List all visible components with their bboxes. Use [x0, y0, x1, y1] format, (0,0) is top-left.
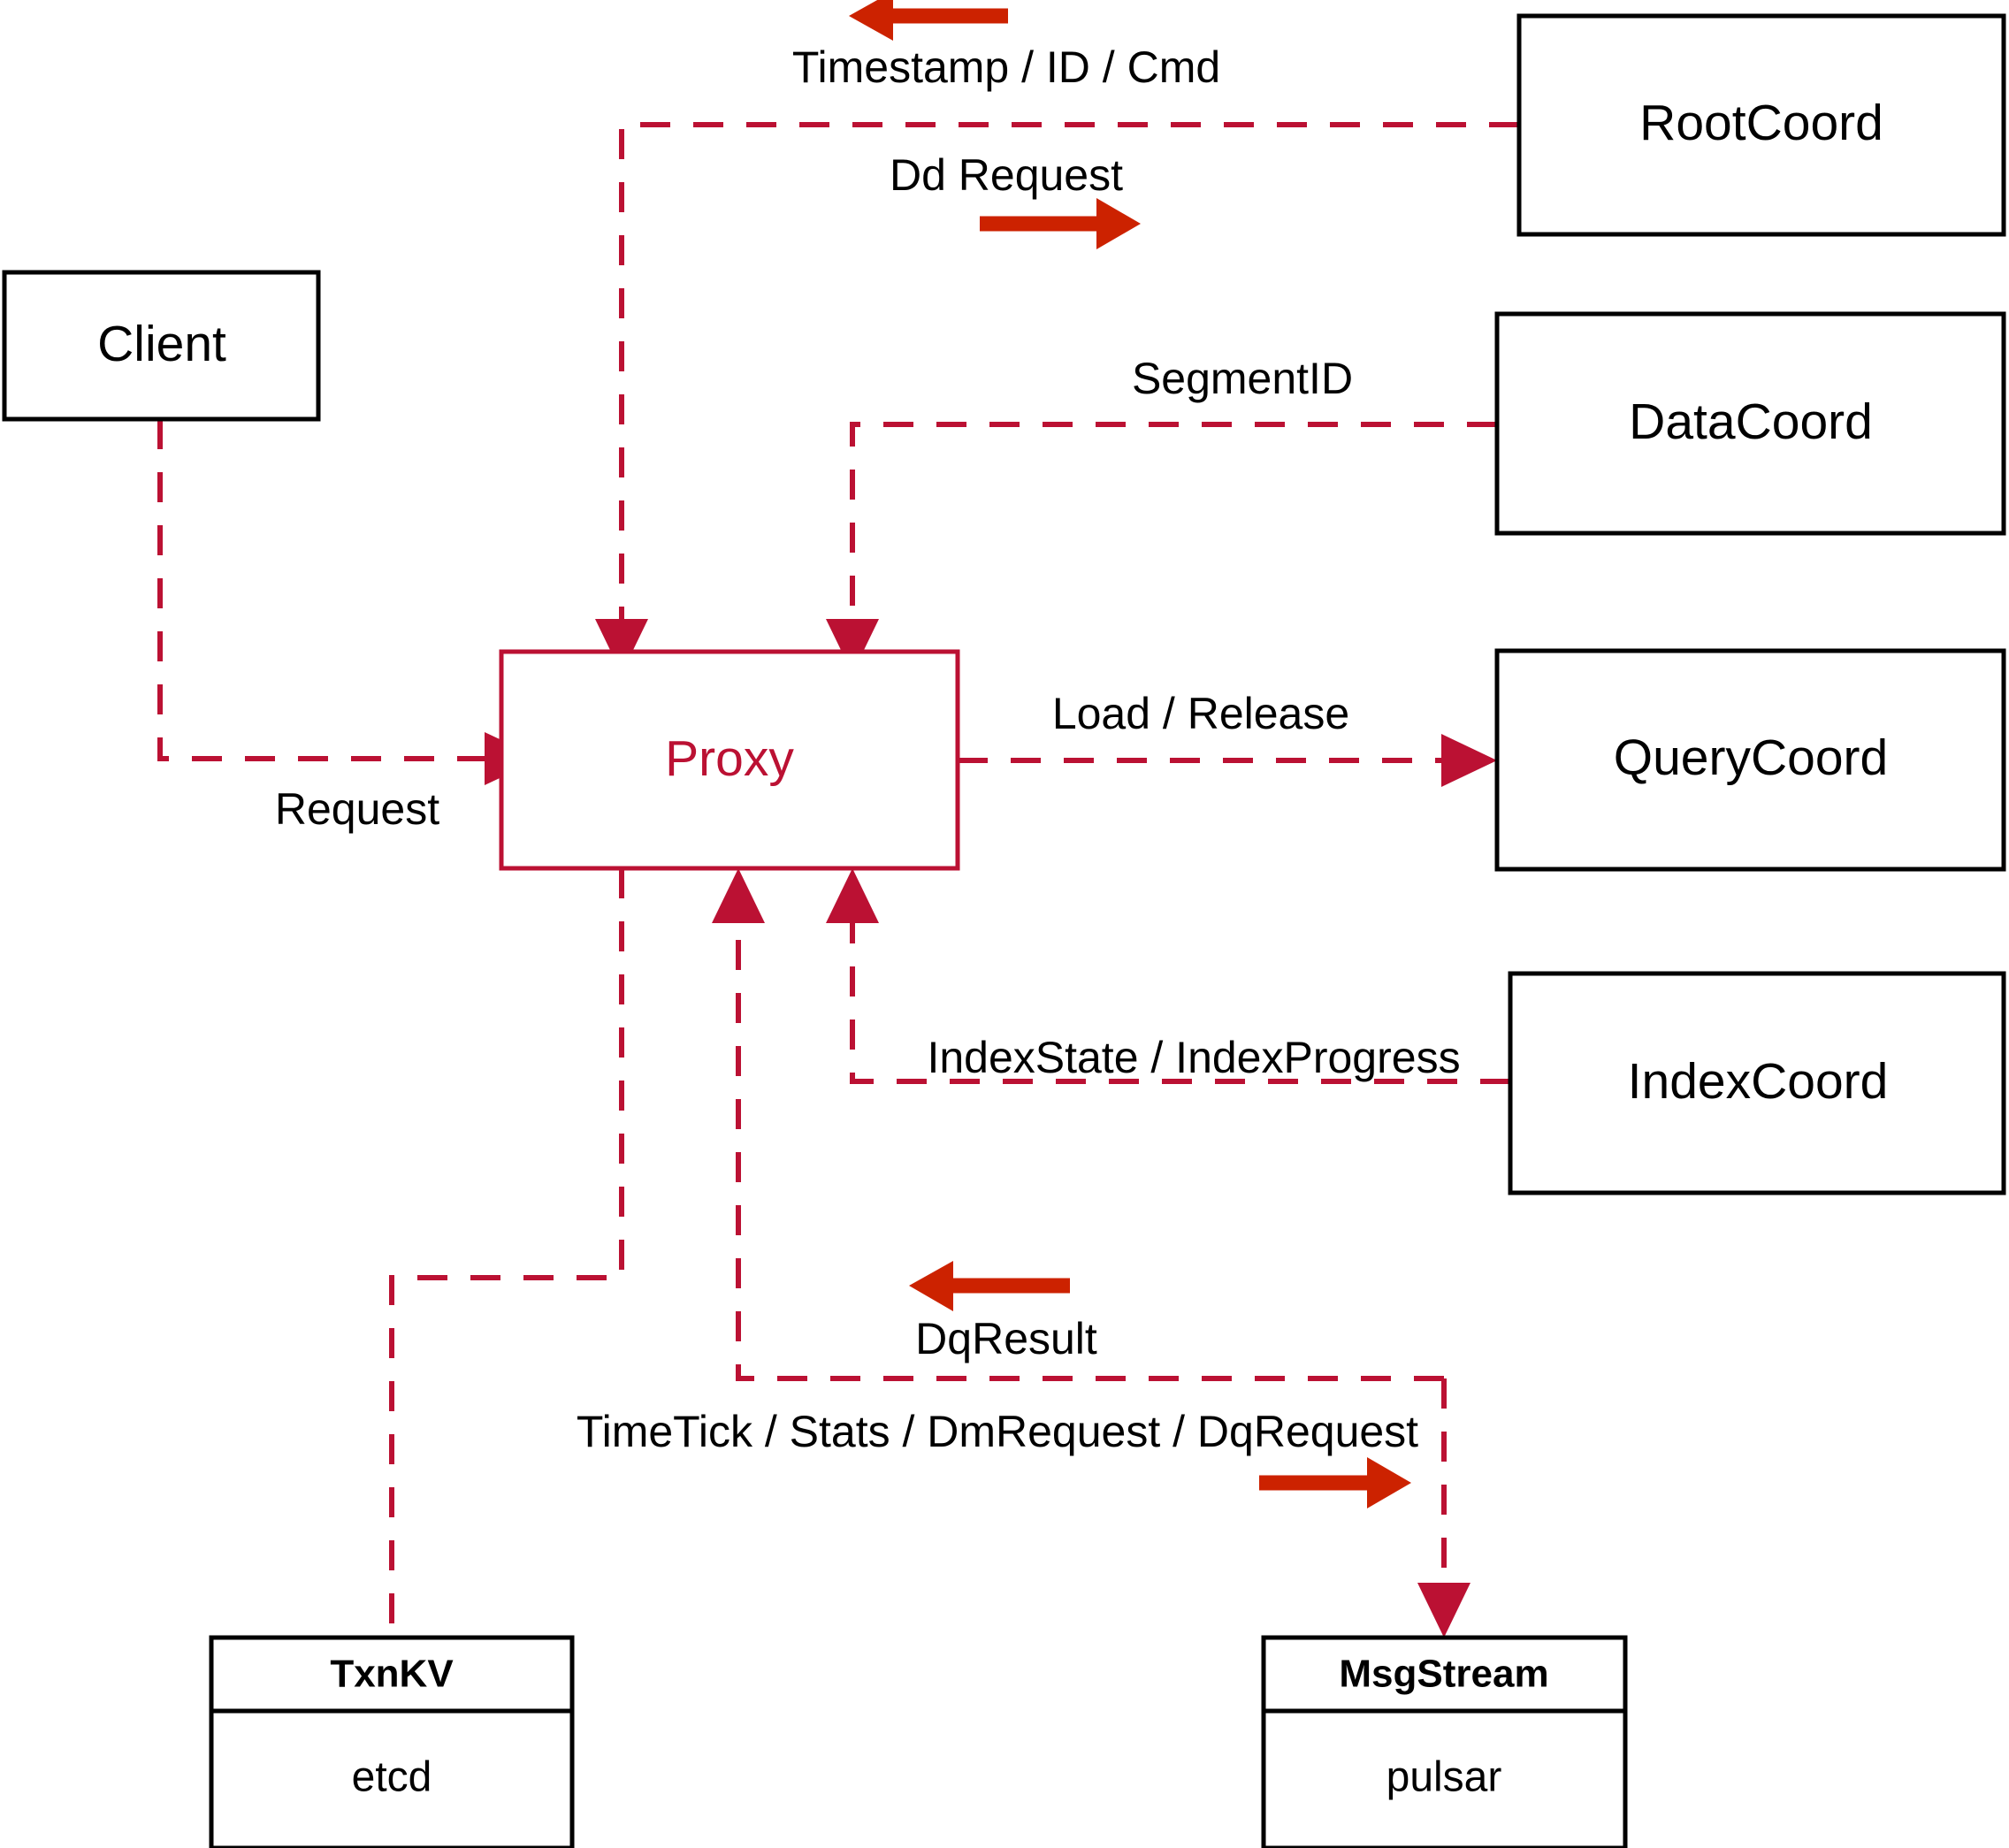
- edge-label-timestamp: Timestamp / ID / Cmd: [792, 42, 1220, 92]
- arrowhead-segmentid: [826, 619, 879, 674]
- node-data-coord-box[interactable]: [1494, 311, 2006, 536]
- edge-datacoord-segmentid: [826, 422, 1497, 674]
- node-data-coord[interactable]: DataCoord: [1494, 311, 2006, 536]
- node-index-coord[interactable]: IndexCoord: [1508, 971, 2006, 1195]
- arrowhead-dqresult: [712, 868, 765, 923]
- node-msgstream[interactable]: MsgStream pulsar: [1261, 1635, 1628, 1848]
- edge-label-request: Request: [275, 784, 439, 834]
- edge-msgstream-requests: [1417, 1378, 1470, 1638]
- node-client-label: Client: [97, 316, 226, 372]
- edge-path-indexstate: [850, 923, 1510, 1084]
- node-query-coord[interactable]: QueryCoord: [1494, 648, 2006, 872]
- direction-arrow-dqresult-head: [909, 1261, 953, 1311]
- direction-arrow-dqresult: [909, 1261, 1070, 1311]
- direction-arrow-ddrequest-head: [1096, 198, 1141, 249]
- node-client[interactable]: Client: [2, 270, 321, 422]
- edge-client-request: [157, 419, 541, 785]
- edge-txnkv-link: [389, 868, 624, 1638]
- direction-arrow-timestamp-head: [849, 0, 893, 41]
- edge-label-ddrequest: Dd Request: [890, 150, 1123, 200]
- edge-label-dqresult: DqResult: [915, 1314, 1097, 1363]
- arrowhead-msgstream: [1417, 1583, 1470, 1638]
- direction-arrow-timestamp: [849, 0, 1008, 41]
- node-client-box[interactable]: [2, 270, 321, 422]
- node-txnkv-box[interactable]: [209, 1635, 575, 1848]
- arrowhead-timestamp: [595, 619, 648, 674]
- node-proxy-label: Proxy: [665, 730, 794, 787]
- edge-label-msgstream-requests: TimeTick / Stats / DmRequest / DqRequest: [577, 1407, 1418, 1456]
- node-msgstream-label: MsgStream: [1339, 1653, 1548, 1696]
- node-msgstream-impl-label: pulsar: [1386, 1754, 1502, 1801]
- direction-arrow-msgstream-head: [1367, 1457, 1411, 1508]
- node-txnkv[interactable]: TxnKV etcd: [209, 1635, 575, 1848]
- direction-arrow-ddrequest: [980, 198, 1141, 249]
- node-txnkv-impl-label: etcd: [352, 1754, 432, 1801]
- edge-label-segmentid: SegmentID: [1132, 354, 1353, 403]
- edge-indexcoord-indexstate: [826, 868, 1510, 1084]
- node-root-coord[interactable]: RootCoord: [1516, 13, 2006, 237]
- node-msgstream-box[interactable]: [1261, 1635, 1628, 1848]
- edge-msgstream-dqresult: [712, 868, 1444, 1381]
- node-data-coord-label: DataCoord: [1629, 393, 1873, 450]
- edge-querycoord-loadrelease: [958, 734, 1497, 787]
- edge-rootcoord-timestamp: [595, 122, 1519, 674]
- node-query-coord-box[interactable]: [1494, 648, 2006, 872]
- node-query-coord-label: QueryCoord: [1614, 729, 1888, 786]
- node-txnkv-label: TxnKV: [330, 1653, 454, 1696]
- direction-arrow-msgstream: [1259, 1457, 1411, 1508]
- edge-path-segmentid: [850, 422, 1497, 619]
- edge-label-indexstate: IndexState / IndexProgress: [927, 1033, 1460, 1082]
- node-root-coord-box[interactable]: [1516, 13, 2006, 237]
- arrowhead-loadrelease: [1441, 734, 1497, 787]
- edge-path-timestamp: [619, 122, 1519, 619]
- node-index-coord-box[interactable]: [1508, 971, 2006, 1195]
- edge-label-loadrelease: Load / Release: [1052, 689, 1349, 738]
- arrowhead-indexstate: [826, 868, 879, 923]
- node-proxy[interactable]: Proxy: [499, 649, 960, 871]
- node-index-coord-label: IndexCoord: [1628, 1053, 1889, 1110]
- edge-path-txnkv: [389, 868, 624, 1638]
- edge-path-request: [157, 419, 485, 761]
- node-root-coord-label: RootCoord: [1639, 95, 1883, 151]
- node-proxy-box[interactable]: [499, 649, 960, 871]
- edge-path-dqresult: [736, 923, 1444, 1381]
